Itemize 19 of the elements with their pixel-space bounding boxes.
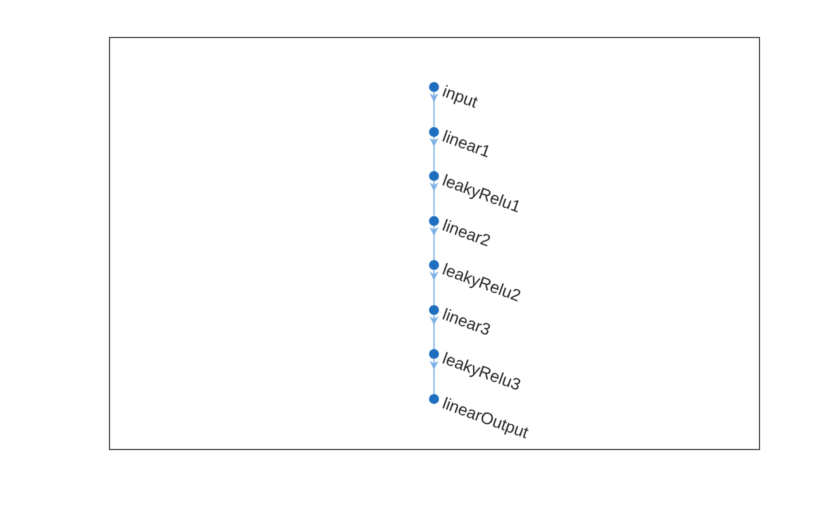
node-dot xyxy=(429,260,439,270)
node-dot xyxy=(429,304,439,315)
node-dot xyxy=(429,216,439,226)
node-label: linear3 xyxy=(440,306,492,339)
node-label: linear2 xyxy=(440,217,492,250)
node-dot xyxy=(429,171,439,182)
node-dot xyxy=(429,394,439,404)
arrow xyxy=(430,136,438,172)
node-dot xyxy=(429,82,439,92)
arrow xyxy=(430,181,438,216)
node-dot xyxy=(429,349,439,360)
arrow xyxy=(430,270,438,305)
arrow xyxy=(430,314,438,350)
node-dot xyxy=(429,126,439,137)
node-label: linear1 xyxy=(440,128,492,160)
arrow xyxy=(430,359,438,394)
arrow xyxy=(430,226,438,260)
arrow xyxy=(430,92,438,127)
node-label: input xyxy=(440,84,480,112)
